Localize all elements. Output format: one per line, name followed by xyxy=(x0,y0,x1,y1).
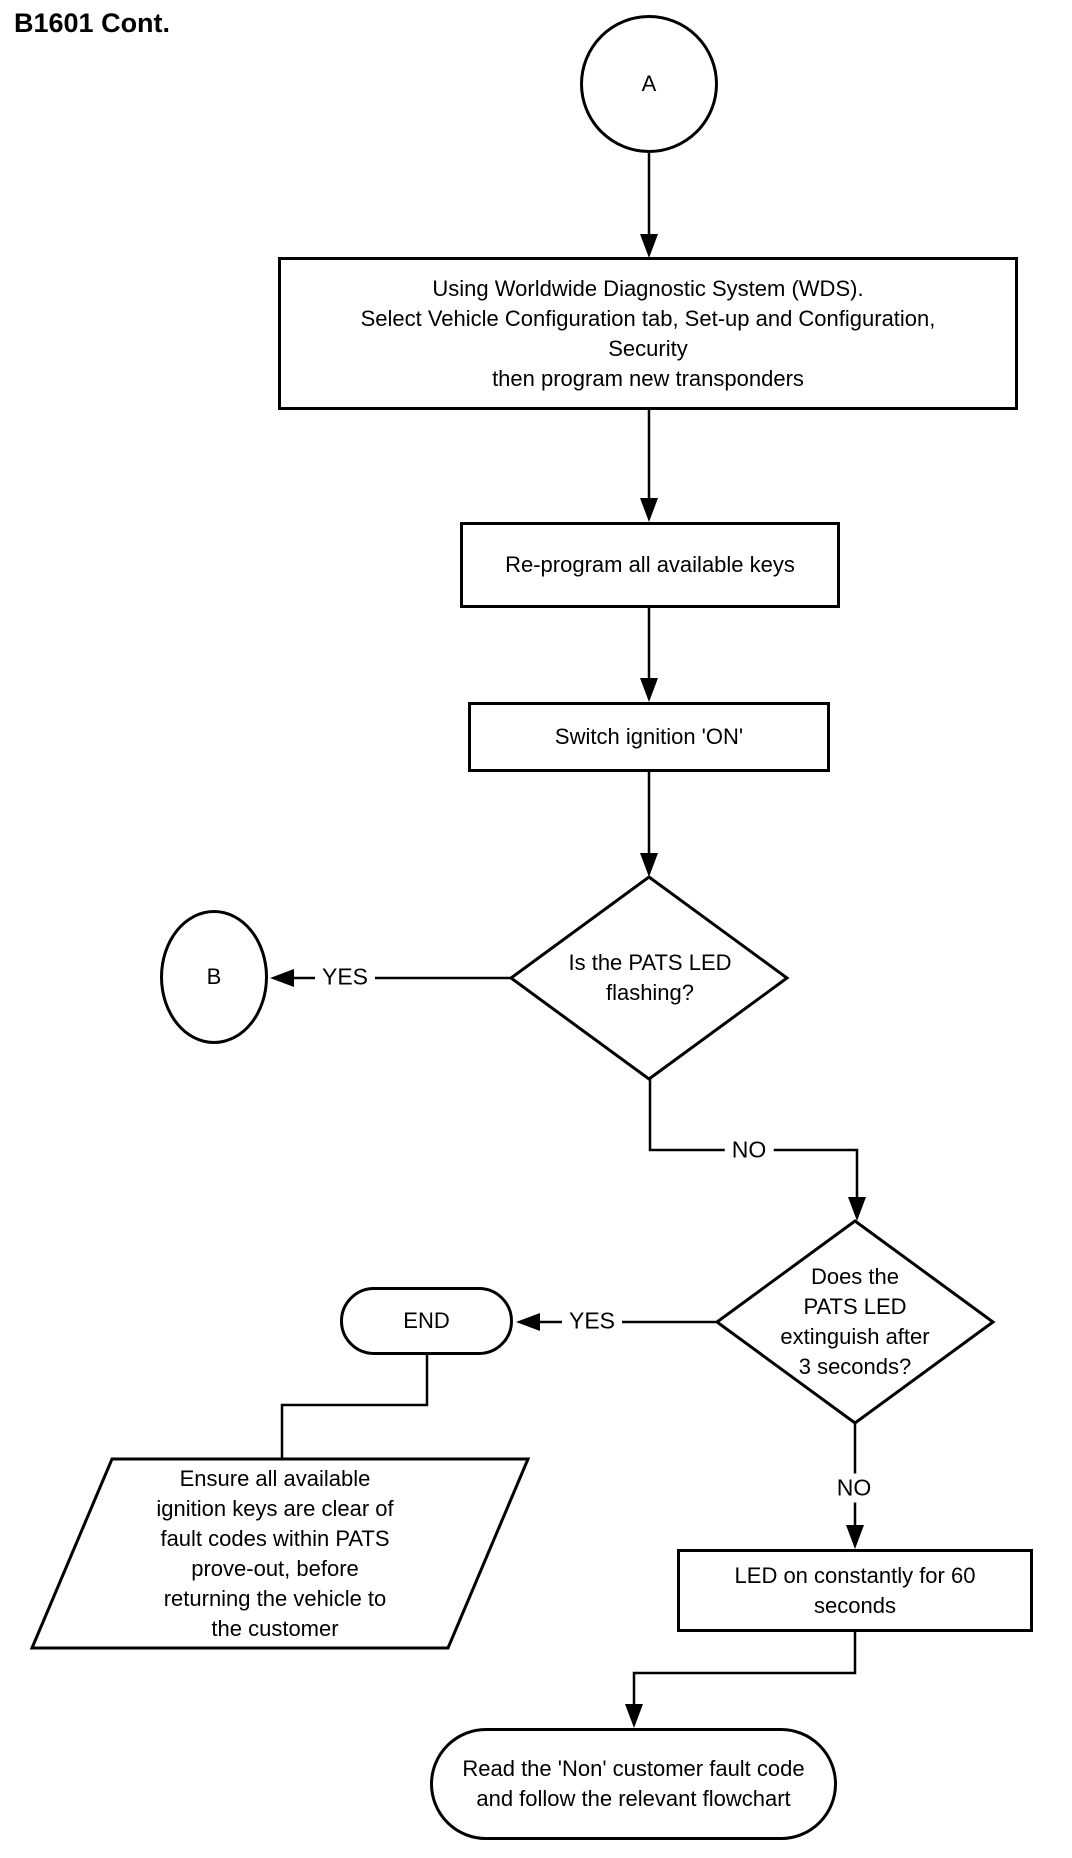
process-ignition-text: Switch ignition 'ON' xyxy=(554,724,744,749)
connector-b-circle: B xyxy=(160,910,268,1044)
terminator-end: END xyxy=(340,1287,513,1355)
decision-pats-led-flashing-text: Is the PATS LED flashing? xyxy=(568,950,732,1005)
edge-reprogram-to-ignition xyxy=(640,608,658,702)
process-reprogram-box: Re-program all available keys xyxy=(460,522,840,608)
process-ignition-box: Switch ignition 'ON' xyxy=(468,702,830,772)
edge-wds-to-reprogram xyxy=(640,410,658,522)
process-wds-box: Using Worldwide Diagnostic System (WDS).… xyxy=(278,257,1018,410)
terminator-end-label: END xyxy=(403,1308,450,1333)
process-led-constant-text: LED on constantly for 60 seconds xyxy=(734,1562,976,1618)
decision-pats-led-extinguish-text: Does the PATS LED extinguish after 3 sec… xyxy=(780,1264,930,1379)
process-wds-text: Using Worldwide Diagnostic System (WDS).… xyxy=(360,275,936,391)
flowchart-title: B1601 Cont. xyxy=(14,8,171,38)
process-led-constant-box: LED on constantly for 60 seconds xyxy=(677,1549,1033,1632)
terminator-read-fault-code: Read the 'Non' customer fault code and f… xyxy=(430,1728,837,1840)
label-no-flashing: NO xyxy=(724,1135,774,1165)
io-ensure-keys-shape xyxy=(29,1457,531,1650)
label-yes-extinguish: YES xyxy=(561,1306,623,1336)
terminator-read-fault-code-text: Read the 'Non' customer fault code and f… xyxy=(462,1756,805,1811)
edge-a-to-wds xyxy=(640,153,658,258)
edge-end-to-ensure xyxy=(280,1355,429,1459)
connector-b-label: B xyxy=(206,964,222,989)
process-reprogram-text: Re-program all available keys xyxy=(505,552,795,577)
label-yes-flashing: YES xyxy=(314,962,376,992)
edge-ignition-to-flashing xyxy=(640,772,658,877)
label-no-extinguish: NO xyxy=(829,1473,879,1503)
io-ensure-keys-text: Ensure all available ignition keys are c… xyxy=(156,1466,394,1641)
connector-a-circle: A xyxy=(580,15,718,153)
connector-a-label: A xyxy=(641,71,657,96)
edge-flashing-yes-to-b xyxy=(270,969,511,987)
edge-led-to-read xyxy=(625,1632,857,1728)
